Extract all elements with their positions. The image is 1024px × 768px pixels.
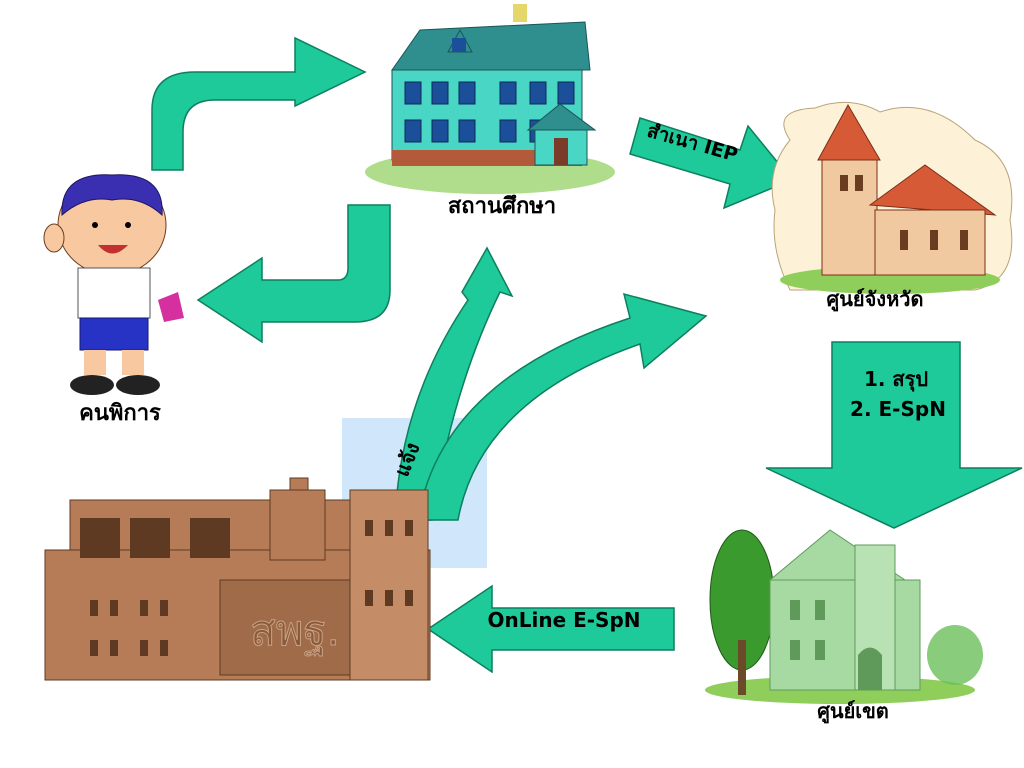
espn-label: 2. E-SpN	[850, 397, 946, 421]
disabled-person-label: คนพิการ	[79, 401, 161, 426]
castle-office	[44, 477, 431, 681]
online-espn-label: OnLine E-SpN	[487, 608, 640, 632]
arrow-online-espn	[426, 584, 675, 674]
arrow-school-to-child	[196, 204, 391, 344]
office-emblem-text: สพฐ.	[250, 606, 340, 656]
school-label: สถานศึกษา	[448, 194, 556, 219]
arrow-notify-provincial	[417, 292, 708, 521]
provincial-church	[771, 101, 1013, 294]
regional-center-label: ศูนย์เขต	[817, 699, 889, 725]
regional-cathedral	[705, 529, 983, 704]
arrow-summary-down	[765, 341, 1023, 529]
provincial-center-label: ศูนย์จังหวัด	[827, 287, 924, 313]
arrow-copy-iep	[629, 117, 794, 210]
school-building	[365, 4, 615, 194]
arrow-child-to-school	[151, 36, 367, 171]
child-figure	[43, 174, 184, 395]
summary-label: 1. สรุป	[864, 367, 928, 392]
